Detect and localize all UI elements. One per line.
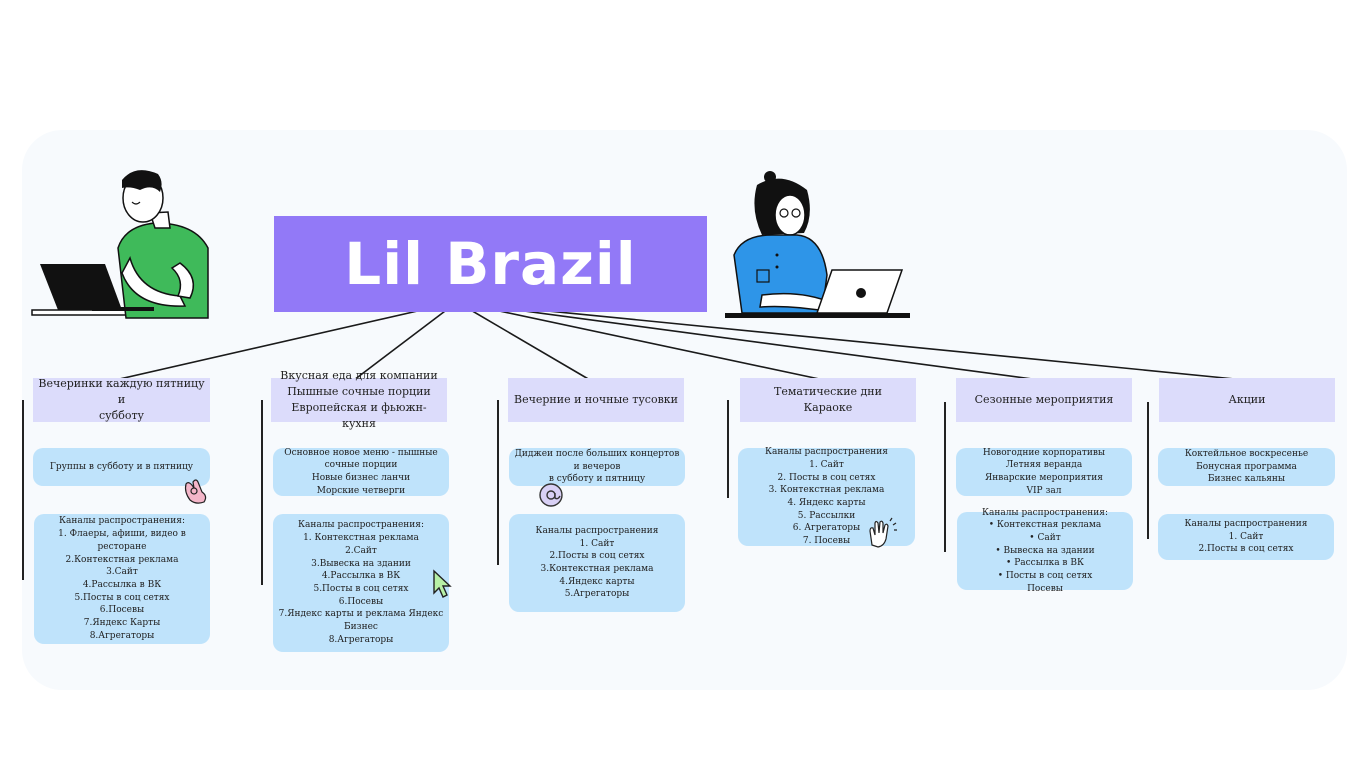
woman-with-laptop-illustration [725,171,910,318]
title-box: Lil Brazil [274,216,707,312]
connector-4 [456,301,825,381]
page-title: Lil Brazil [344,230,637,298]
bracket-line-3 [497,400,499,565]
category-box-3: Вечерние и ночные тусовки [508,378,684,422]
card-6-promos: Коктейльное воскресенье Бонусная програм… [1158,448,1335,486]
connector-1 [114,301,458,381]
connector-6 [456,301,1246,381]
connector-5 [456,301,1041,381]
card-3-channels: Каналы распространения 1. Сайт 2.Посты в… [509,514,685,612]
at-sign-icon [539,483,563,507]
card-5-channels: Каналы распространения: • Контекстная ре… [957,508,1133,594]
bracket-line-5 [944,402,946,552]
bracket-line-2 [261,400,263,585]
connector-2 [353,301,458,381]
card-6-channels: Каналы распространения 1. Сайт 2.Посты в… [1158,514,1334,560]
cursor-arrow-icon [433,569,452,598]
ok-hand-icon [184,479,207,504]
category-box-1: Вечеринки каждую пятницу и субботу [33,377,210,422]
card-1-events: Группы в субботу и в пятницу [33,448,210,486]
man-with-laptop-illustration [31,170,209,319]
category-box-2: Вкусная еда для компании Пышные сочные п… [271,369,447,430]
bracket-line-1 [22,400,24,580]
card-3-djs: Диджеи после больших концертов и вечеров… [509,448,685,486]
bracket-line-4 [727,400,729,498]
high-five-icon [869,517,897,548]
card-5-seasonal: Новогодние корпоративы Летняя веранда Ян… [956,448,1132,496]
card-2-menu: Основное новое меню - пышные сочные порц… [273,448,449,496]
card-1-channels: Каналы распространения: 1. Флаеры, афиши… [34,514,210,644]
connector-3 [456,301,591,381]
category-box-6: Акции [1159,378,1335,422]
card-2-channels: Каналы распространения: 1. Контекстная р… [273,514,449,652]
bracket-line-6 [1147,402,1149,539]
category-box-4: Тематические дни Караоке [740,378,916,422]
category-box-5: Сезонные мероприятия [956,378,1132,422]
